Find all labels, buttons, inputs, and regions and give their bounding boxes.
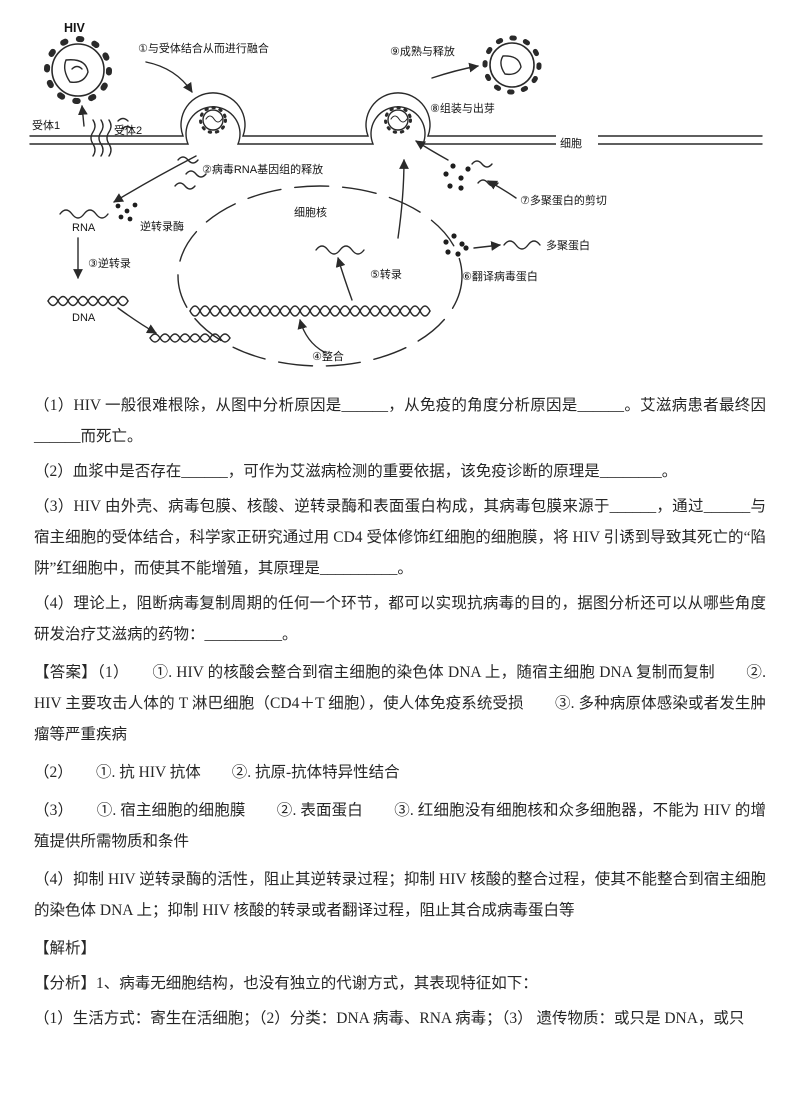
- answer-3: （3） ①. 宿主细胞的细胞膜 ②. 表面蛋白 ③. 红细胞没有细胞核和众多细胞…: [34, 802, 766, 850]
- cleavage-arrow: [487, 180, 517, 199]
- nuclear-import-arrow: [117, 307, 157, 334]
- budding-virion: [384, 106, 412, 134]
- released-virion: [482, 35, 542, 95]
- document-text: （1）HIV 一般很难根除，从图中分析原因是______，从免疫的角度分析原因是…: [0, 386, 800, 1034]
- fusing-virion: [199, 106, 227, 134]
- analysis-intro: 【分析】1、病毒无细胞结构，也没有独立的代谢方式，其表现特征如下：: [34, 975, 538, 992]
- reverse-transcriptase-label: 逆转录酶: [140, 219, 184, 233]
- step6-label: ⑥翻译病毒蛋白: [462, 269, 538, 283]
- assembly-arrow: [415, 140, 449, 161]
- mrna-squiggle: [315, 245, 365, 255]
- cleaved-protein-dots: [443, 163, 471, 191]
- cell-label-backing: [556, 134, 598, 150]
- question-4: （4）理论上，阻断病毒复制周期的任何一个环节，都可以实现抗病毒的目的，据图分析还…: [34, 595, 766, 643]
- question-2: （2）血浆中是否存在______，可作为艾滋病检测的重要依据，该免疫诊断的原理是…: [34, 463, 678, 480]
- binding-arrow: [78, 105, 88, 127]
- diagram-line-art: [29, 35, 763, 367]
- hiv-diagram-svg: HIV ①与受体结合从而进行融合 ⑨成熟与释放 ⑧组装与出芽 受体1 受体2 细…: [29, 21, 763, 367]
- step9-label: ⑨成熟与释放: [390, 44, 455, 58]
- viral-dna-helix: [47, 295, 129, 307]
- mrna-export-arrow: [397, 159, 409, 239]
- question-1: （1）HIV 一般很难根除，从图中分析原因是______，从免疫的角度分析原因是…: [34, 397, 766, 445]
- hiv-label: HIV: [64, 21, 86, 35]
- nucleus-label: 细胞核: [294, 205, 327, 219]
- step2-label: ②病毒RNA基因组的释放: [202, 162, 323, 176]
- rna-label: RNA: [72, 222, 96, 234]
- answer-4: （4）抑制 HIV 逆转录酶的活性，阻止其逆转录过程；抑制 HIV 核酸的整合过…: [34, 871, 766, 919]
- entering-dna-helix: [149, 333, 231, 343]
- polyprotein-squiggle: [503, 240, 541, 250]
- dna-label: DNA: [72, 312, 96, 324]
- hiv-lifecycle-figure: HIV ①与受体结合从而进行融合 ⑨成熟与释放 ⑧组装与出芽 受体1 受体2 细…: [0, 8, 800, 386]
- nucleus-outline: [177, 185, 463, 367]
- step5-label: ⑤转录: [370, 267, 402, 281]
- translated-protein-dots: [443, 233, 469, 257]
- translation-arrow: [473, 241, 501, 251]
- transcription-arrow: [335, 257, 353, 301]
- polyprotein-label: 多聚蛋白: [546, 238, 590, 252]
- protein-dots: [115, 163, 471, 257]
- analysis-title: 【解析】: [34, 940, 97, 957]
- cleaved-protein-squiggles: [471, 160, 499, 187]
- answer-2: （2） ①. 抗 HIV 抗体 ②. 抗原-抗体特异性结合: [34, 764, 400, 781]
- cell-label: 细胞: [560, 137, 582, 150]
- step7-label: ⑦多聚蛋白的剪切: [520, 193, 607, 207]
- answer-1: 【答案】（1） ①. HIV 的核酸会整合到宿主细胞的染色体 DNA 上，随宿主…: [34, 664, 766, 743]
- analysis-point: （1）生活方式：寄生在活细胞；（2）分类：DNA 病毒、RNA 病毒；（3） 遗…: [34, 1010, 745, 1027]
- rna-release: [113, 155, 207, 203]
- integration-arrow: [297, 319, 325, 353]
- receptor-proteins: [90, 117, 133, 157]
- step8-label: ⑧组装与出芽: [430, 101, 495, 115]
- step3-label: ③逆转录: [88, 256, 131, 270]
- step4-label: ④整合: [312, 349, 344, 363]
- hiv-virion: [44, 36, 112, 104]
- question-3: （3）HIV 由外壳、病毒包膜、核酸、逆转录酶和表面蛋白构成，其病毒包膜来源于_…: [34, 498, 766, 577]
- receptor1-label: 受体1: [32, 118, 60, 132]
- reverse-transcriptase-dots: [115, 202, 138, 222]
- receptor2-label: 受体2: [114, 123, 142, 137]
- diagram-labels: HIV ①与受体结合从而进行融合 ⑨成熟与释放 ⑧组装与出芽 受体1 受体2 细…: [32, 21, 607, 363]
- fusion-arrow: [145, 61, 193, 93]
- cell-membrane: [29, 92, 763, 145]
- release-arrow: [431, 62, 479, 79]
- viral-rna-squiggle: [59, 209, 109, 219]
- chromosomal-dna-helix: [189, 305, 431, 317]
- step1-label: ①与受体结合从而进行融合: [138, 41, 269, 55]
